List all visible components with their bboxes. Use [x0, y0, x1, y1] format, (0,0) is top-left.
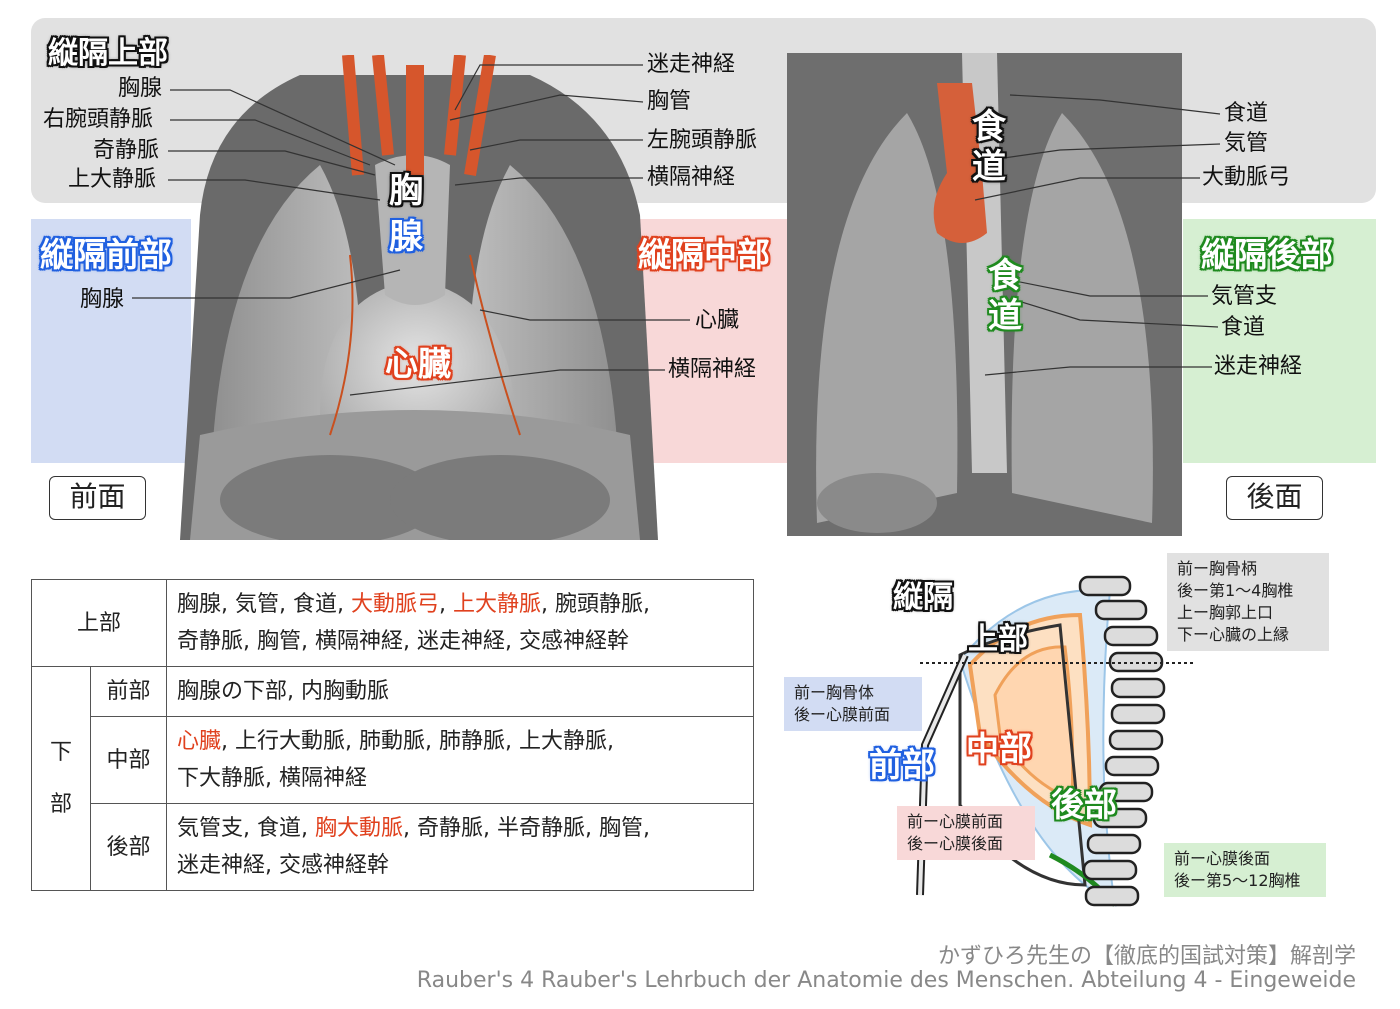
note-superior-line: 下ー心臓の上縁 — [1177, 625, 1290, 644]
note-superior-line: 前ー胸骨柄 — [1177, 559, 1258, 578]
highlighted-term: 心臓 — [177, 729, 222, 754]
front-view-illustration — [180, 55, 658, 540]
table-header-posterior: 後部 — [90, 803, 167, 891]
note-anterior: 前ー胸骨体 後ー心膜前面 — [784, 677, 922, 731]
esophagus-lower-overlay-b: 道 — [988, 296, 1022, 336]
table-text: 胸腺, 気管, 食道, — [177, 592, 351, 617]
highlighted-term: 上大静脈 — [452, 592, 541, 617]
label-bronchus: 気管支 — [1211, 284, 1278, 309]
thymus-overlay-a: 胸 — [389, 171, 423, 211]
label-vagus-nerve-back: 迷走神経 — [1214, 354, 1303, 379]
table-header-superior: 上部 — [31, 579, 167, 667]
table-cell-anterior: 胸腺の下部, 内胸動脈 — [166, 666, 754, 717]
table-row-anterior: 下 部 前部 胸腺の下部, 内胸動脈 — [31, 666, 754, 891]
inferior-char-a: 下 — [49, 739, 72, 765]
table-text: , 奇静脈, 半奇静脈, 胸管, — [403, 816, 650, 841]
note-posterior: 前ー心膜後面 後ー第5〜12胸椎 — [1164, 843, 1326, 897]
note-posterior-line: 後ー第5〜12胸椎 — [1174, 871, 1301, 890]
label-phrenic-nerve-upper: 横隔神経 — [647, 165, 736, 190]
label-esophagus-upper: 食道 — [1224, 101, 1269, 126]
label-vagus-nerve-front: 迷走神経 — [647, 52, 736, 77]
sagittal-posterior: 後部 — [1051, 785, 1117, 824]
label-azygos-vein: 奇静脈 — [93, 138, 160, 163]
label-phrenic-nerve-lower: 横隔神経 — [668, 357, 757, 382]
highlighted-term: 大動脈弓 — [350, 592, 439, 617]
label-thoracic-duct: 胸管 — [647, 89, 692, 114]
label-right-brachiocephalic-vein: 右腕頭静脈 — [43, 107, 154, 132]
back-view-badge: 後面 — [1226, 476, 1323, 520]
table-text: , 腕頭静脈, — [541, 592, 650, 617]
heart-overlay: 心臓 — [385, 344, 451, 383]
superior-mediastinum-title: 縦隔上部 — [48, 36, 168, 71]
table-header-inferior: 下 部 — [31, 666, 91, 891]
table-middle-line2: 下大静脈, 横隔神経 — [177, 766, 367, 791]
esophagus-lower-overlay-a: 食 — [988, 256, 1022, 296]
table-posterior-line2: 迷走神経, 交感神経幹 — [177, 853, 389, 878]
table-middle-line1: 心臓, 上行大動脈, 肺動脈, 肺静脈, 上大静脈, — [177, 723, 743, 760]
back-view-illustration — [787, 53, 1182, 536]
table-cell-middle: 心臓, 上行大動脈, 肺動脈, 肺静脈, 上大静脈, 下大静脈, 横隔神経 — [166, 716, 754, 804]
sagittal-middle: 中部 — [966, 729, 1032, 768]
note-middle-line: 後ー心膜後面 — [907, 834, 1004, 853]
esophagus-upper-overlay-a: 食 — [972, 107, 1006, 147]
note-middle: 前ー心膜前面 後ー心膜後面 — [897, 806, 1035, 860]
note-superior-line: 後ー第1〜4胸椎 — [1177, 581, 1294, 600]
table-superior-line2: 奇静脈, 胸管, 横隔神経, 迷走神経, 交感神経幹 — [177, 629, 629, 654]
label-left-brachiocephalic-vein: 左腕頭静脈 — [647, 128, 758, 153]
note-superior: 前ー胸骨柄 後ー第1〜4胸椎 上ー胸郭上口 下ー心臓の上縁 — [1167, 553, 1329, 651]
posterior-mediastinum-title: 縦隔後部 — [1201, 235, 1333, 274]
sagittal-title-a: 縦隔 — [893, 580, 953, 615]
anterior-mediastinum-title: 縦隔前部 — [40, 235, 172, 274]
front-view-badge: 前面 — [49, 476, 146, 520]
label-heart: 心臓 — [695, 308, 740, 333]
anterior-band — [31, 219, 191, 463]
table-row-posterior: 後部 気管支, 食道, 胸大動脈, 奇静脈, 半奇静脈, 胸管, 迷走神経, 交… — [32, 803, 754, 891]
table-text: , 上行大動脈, 肺動脈, 肺静脈, 上大静脈, — [221, 729, 614, 754]
middle-mediastinum-title: 縦隔中部 — [638, 235, 770, 274]
label-aortic-arch: 大動脈弓 — [1202, 165, 1291, 190]
sagittal-diagram — [916, 575, 1195, 907]
middle-band — [630, 219, 788, 463]
note-posterior-line: 前ー心膜後面 — [1174, 849, 1271, 868]
table-text: , — [438, 592, 453, 617]
table-header-middle: 中部 — [90, 716, 167, 804]
label-trachea: 気管 — [1224, 131, 1269, 156]
table-cell-posterior: 気管支, 食道, 胸大動脈, 奇静脈, 半奇静脈, 胸管, 迷走神経, 交感神経… — [166, 803, 754, 891]
table-text: 気管支, 食道, — [177, 816, 315, 841]
inferior-char-b: 部 — [49, 791, 72, 817]
table-cell-superior: 胸腺, 気管, 食道, 大動脈弓, 上大静脈, 腕頭静脈, 奇静脈, 胸管, 横… — [166, 579, 754, 667]
sagittal-title-b: 上部 — [968, 622, 1028, 657]
table-posterior-line1: 気管支, 食道, 胸大動脈, 奇静脈, 半奇静脈, 胸管, — [177, 810, 743, 847]
credit-line-1: かずひろ先生の【徹底的国試対策】解剖学 — [937, 944, 1356, 969]
note-anterior-line: 前ー胸骨体 — [794, 683, 875, 702]
leader-lines — [132, 64, 1221, 396]
label-esophagus-lower: 食道 — [1221, 315, 1266, 340]
table-row-middle: 中部 心臓, 上行大動脈, 肺動脈, 肺静脈, 上大静脈, 下大静脈, 横隔神経 — [32, 716, 754, 804]
highlighted-term: 胸大動脈 — [314, 816, 403, 841]
table-row-superior: 上部 胸腺, 気管, 食道, 大動脈弓, 上大静脈, 腕頭静脈, 奇静脈, 胸管… — [31, 579, 754, 667]
sagittal-anterior: 前部 — [869, 745, 935, 784]
note-anterior-line: 後ー心膜前面 — [794, 705, 891, 724]
label-thymus-lower: 胸腺 — [80, 287, 125, 312]
esophagus-upper-overlay-b: 道 — [972, 147, 1006, 187]
table-superior-line1: 胸腺, 気管, 食道, 大動脈弓, 上大静脈, 腕頭静脈, — [177, 586, 743, 623]
note-middle-line: 前ー心膜前面 — [907, 812, 1004, 831]
label-thymus-upper: 胸腺 — [118, 76, 163, 101]
thymus-overlay-b: 腺 — [389, 217, 423, 257]
table-header-anterior: 前部 — [90, 666, 167, 717]
credit-line-2: Rauber's 4 Rauber's Lehrbuch der Anatomi… — [416, 968, 1356, 993]
note-superior-line: 上ー胸郭上口 — [1177, 603, 1274, 622]
mediastinum-table: 上部 胸腺, 気管, 食道, 大動脈弓, 上大静脈, 腕頭静脈, 奇静脈, 胸管… — [31, 579, 754, 891]
label-superior-vena-cava: 上大静脈 — [68, 167, 157, 192]
posterior-band — [1183, 219, 1376, 463]
